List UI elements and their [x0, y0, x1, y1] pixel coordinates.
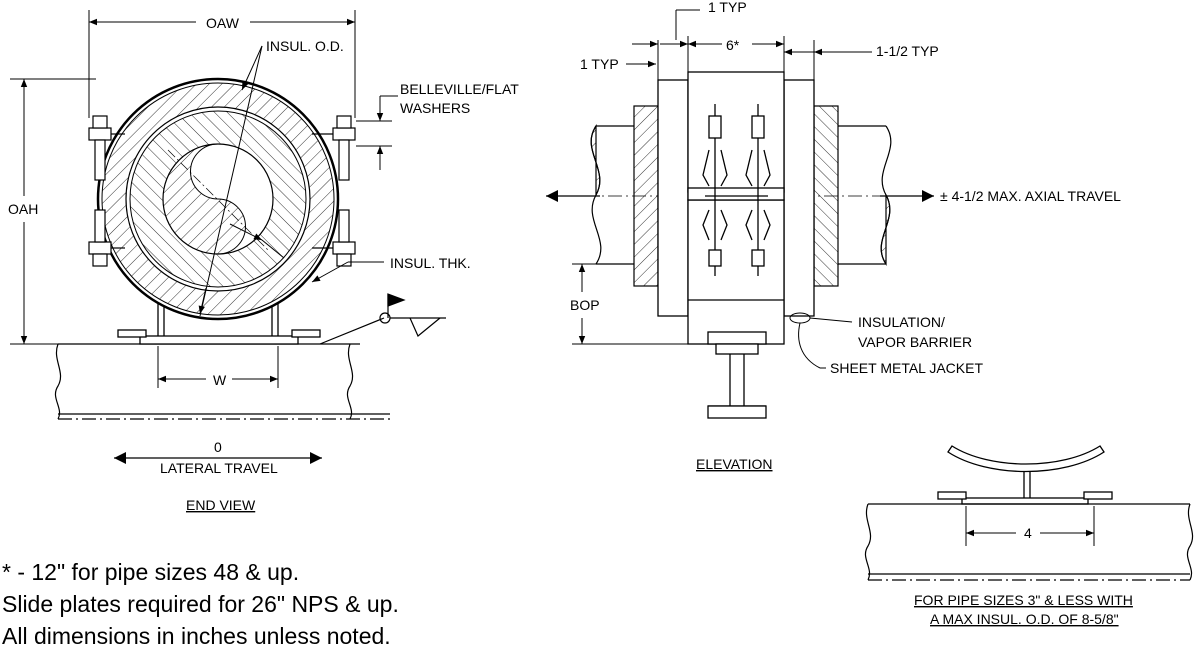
lateral-zero-label: 0: [214, 439, 222, 455]
elevation-insulation-right: [813, 105, 839, 287]
oah-label: OAH: [8, 201, 38, 217]
detail-dimension-label: 4: [1024, 525, 1032, 541]
elevation-base: [707, 331, 767, 419]
small-pipe-detail: 4 FOR PIPE SIZES 3" & LESS WITH A MAX IN…: [864, 445, 1194, 627]
axial-travel-label: ± 4-1/2 MAX. AXIAL TRAVEL: [940, 188, 1121, 204]
washers-label-line1: BELLEVILLE/FLAT: [400, 81, 519, 97]
note-3: All dimensions in inches unless noted.: [2, 623, 391, 649]
detail-dimension: [965, 506, 1095, 546]
insulation-label-line2: VAPOR BARRIER: [858, 334, 972, 350]
one-typ-top-label: 1 TYP: [708, 0, 747, 15]
detail-caption-line1: FOR PIPE SIZES 3" & LESS WITH: [914, 592, 1133, 608]
end-view: OAW OAH INSUL. O.D. BELLEVILLE/FLAT WASH…: [8, 10, 519, 513]
w-label: W: [213, 372, 227, 388]
weld-symbol: [319, 293, 446, 345]
elevation-dimensions: [546, 9, 934, 369]
elevation-pipe: [560, 124, 920, 266]
elevation-insulation-left: [633, 105, 659, 287]
washers-label-line2: WASHERS: [400, 100, 470, 116]
end-view-support: [117, 302, 321, 345]
insul-od-label: INSUL. O.D.: [266, 38, 344, 54]
note-2: Slide plates required for 26" NPS & up.: [2, 591, 399, 617]
end-view-title: END VIEW: [186, 497, 256, 513]
lateral-travel-label: LATERAL TRAVEL: [160, 460, 278, 476]
detail-shoe: [937, 445, 1113, 505]
elevation-view: 1 TYP 6* 1-1/2 TYP 1 TYP ± 4-1/2 MAX. AX…: [546, 0, 1121, 472]
detail-beam: [864, 503, 1194, 581]
drawing-notes: * - 12" for pipe sizes 48 & up. Slide pl…: [2, 556, 399, 652]
six-star-label: 6*: [726, 37, 740, 53]
insulation-label-line1: INSULATION/: [858, 314, 945, 330]
note-1: * - 12" for pipe sizes 48 & up.: [2, 559, 300, 585]
end-view-bolts: [88, 115, 356, 267]
one-half-typ-label: 1-1/2 TYP: [876, 43, 939, 59]
insul-thk-label: INSUL. THK.: [390, 255, 471, 271]
end-view-pipe: [96, 77, 340, 321]
one-typ-left-label: 1 TYP: [580, 56, 619, 72]
elevation-title: ELEVATION: [696, 456, 773, 472]
end-view-dimensions: [10, 10, 398, 464]
sheet-metal-jacket-label: SHEET METAL JACKET: [830, 360, 983, 376]
bop-label: BOP: [570, 297, 600, 313]
oaw-label: OAW: [206, 15, 240, 31]
elevation-clamp: [657, 71, 815, 345]
detail-caption-line2: A MAX INSUL. O.D. OF 8-5/8": [930, 611, 1119, 627]
